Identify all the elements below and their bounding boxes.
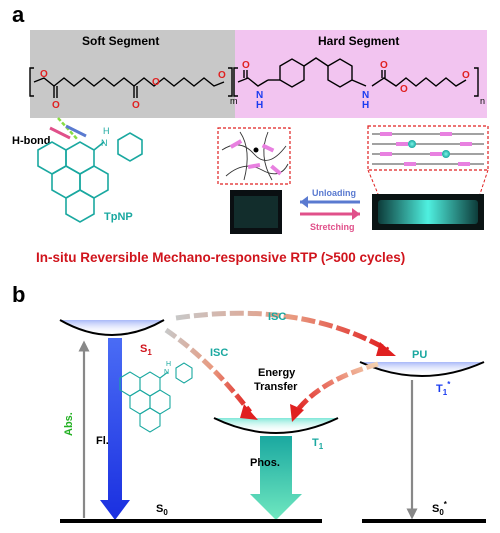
s0-star-label: S0* (432, 500, 448, 517)
subscript-m: m (230, 96, 238, 106)
isc-left-arrow (164, 327, 252, 414)
stretched-dot-2 (442, 150, 450, 158)
subscript-n: n (480, 96, 485, 106)
s1-label: S1 (140, 343, 152, 357)
polymer-chain (29, 57, 479, 98)
stretched-segments (380, 132, 472, 166)
chain-atoms: O O O O O O O O O N H N H (40, 60, 470, 111)
panel-a-label: a (12, 2, 25, 27)
soft-segment-bg (30, 30, 235, 118)
s0-label: S0 (156, 503, 168, 517)
energy-transfer-arrow (294, 361, 379, 414)
hbond-arrow-blue (65, 124, 87, 138)
relaxed-chains (221, 131, 289, 181)
pu-label: PU (412, 349, 427, 361)
soft-segment-label: Soft Segment (82, 34, 159, 48)
tpnp-h: H (103, 126, 110, 136)
hbond-dash (57, 117, 79, 141)
panel-b-label: b (12, 282, 25, 307)
svg-text:H: H (256, 100, 263, 111)
svg-text:O: O (400, 84, 408, 95)
svg-text:N: N (362, 90, 369, 101)
svg-text:O: O (152, 77, 160, 88)
svg-text:H: H (362, 100, 369, 111)
hard-segment-label: Hard Segment (318, 34, 399, 48)
s1-well (59, 319, 165, 336)
svg-text:O: O (40, 69, 48, 80)
tpnp-n: N (101, 138, 108, 148)
t1-label: T1 (312, 437, 324, 451)
phos-arrow (250, 436, 302, 520)
svg-text:O: O (218, 70, 226, 81)
isc-top-arrow (175, 310, 390, 353)
isc-top-label: ISC (268, 311, 286, 323)
hbond-label: H-bond (12, 135, 50, 147)
relaxed-network-box (217, 127, 291, 185)
t1-star-label: T1* (436, 380, 451, 397)
stretched-dot-1 (408, 140, 416, 148)
abs-label: Abs. (63, 412, 75, 436)
svg-text:O: O (380, 60, 388, 71)
svg-text:O: O (52, 100, 60, 111)
relaxed-dot (253, 147, 259, 153)
hard-segment-bg (235, 30, 487, 118)
tpnp-small-h: H (166, 361, 171, 368)
svg-text:N: N (256, 90, 263, 101)
energy-label: Energy (258, 367, 296, 379)
isc-left-label: ISC (210, 347, 228, 359)
tpnp-molecule (37, 132, 143, 223)
tpnp-small (119, 362, 193, 433)
tpnp-name: TpNP (104, 211, 133, 223)
unloading-label: Unloading (312, 188, 356, 198)
svg-text:O: O (462, 70, 470, 81)
t1-well (213, 417, 339, 434)
stretching-arrow (300, 208, 360, 220)
transfer-label: Transfer (254, 381, 298, 393)
relaxed-segments (229, 139, 282, 176)
unloading-arrow (300, 196, 360, 208)
stretching-label: Stretching (310, 222, 355, 232)
headline: In-situ Reversible Mechano-responsive RT… (36, 250, 405, 265)
svg-text:O: O (242, 60, 250, 71)
phos-label: Phos. (250, 457, 280, 469)
fl-arrow (100, 338, 130, 520)
hbond-arrow-pink (49, 126, 71, 140)
fl-label: Fl. (96, 435, 109, 447)
tpnp-small-n: N (164, 369, 169, 376)
svg-text:O: O (132, 100, 140, 111)
